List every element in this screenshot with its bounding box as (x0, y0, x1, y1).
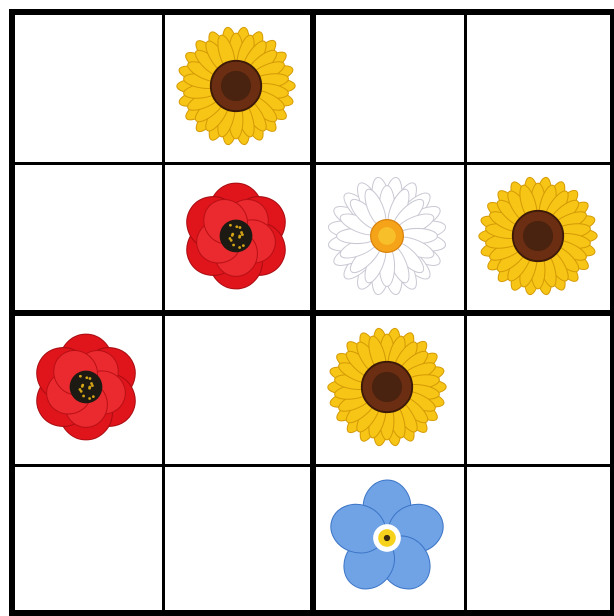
grid-line-vertical (610, 9, 614, 614)
sunflower-icon (475, 173, 601, 299)
cell-r4-c3[interactable] (316, 467, 458, 609)
cell-r3-c4[interactable] (467, 316, 609, 458)
poppy-icon (173, 173, 299, 299)
sunflower-icon (173, 23, 299, 149)
cell-r2-c4[interactable] (467, 165, 609, 307)
cell-r3-c3[interactable] (316, 316, 458, 458)
forget-me-not-icon (324, 475, 450, 601)
cell-r1-c4[interactable] (467, 15, 609, 157)
daisy-icon (324, 173, 450, 299)
cell-r4-c1[interactable] (15, 467, 157, 609)
cell-r1-c2[interactable] (165, 15, 307, 157)
cell-r3-c1[interactable] (15, 316, 157, 458)
cell-r2-c3[interactable] (316, 165, 458, 307)
cell-r2-c1[interactable] (15, 165, 157, 307)
cell-r1-c1[interactable] (15, 15, 157, 157)
cell-r3-c2[interactable] (165, 316, 307, 458)
cell-r4-c2[interactable] (165, 467, 307, 609)
cell-r2-c2[interactable] (165, 165, 307, 307)
grid-line-horizontal (9, 610, 614, 616)
sunflower-icon (324, 324, 450, 450)
cell-r4-c4[interactable] (467, 467, 609, 609)
poppy-icon (23, 324, 149, 450)
cell-r1-c3[interactable] (316, 15, 458, 157)
